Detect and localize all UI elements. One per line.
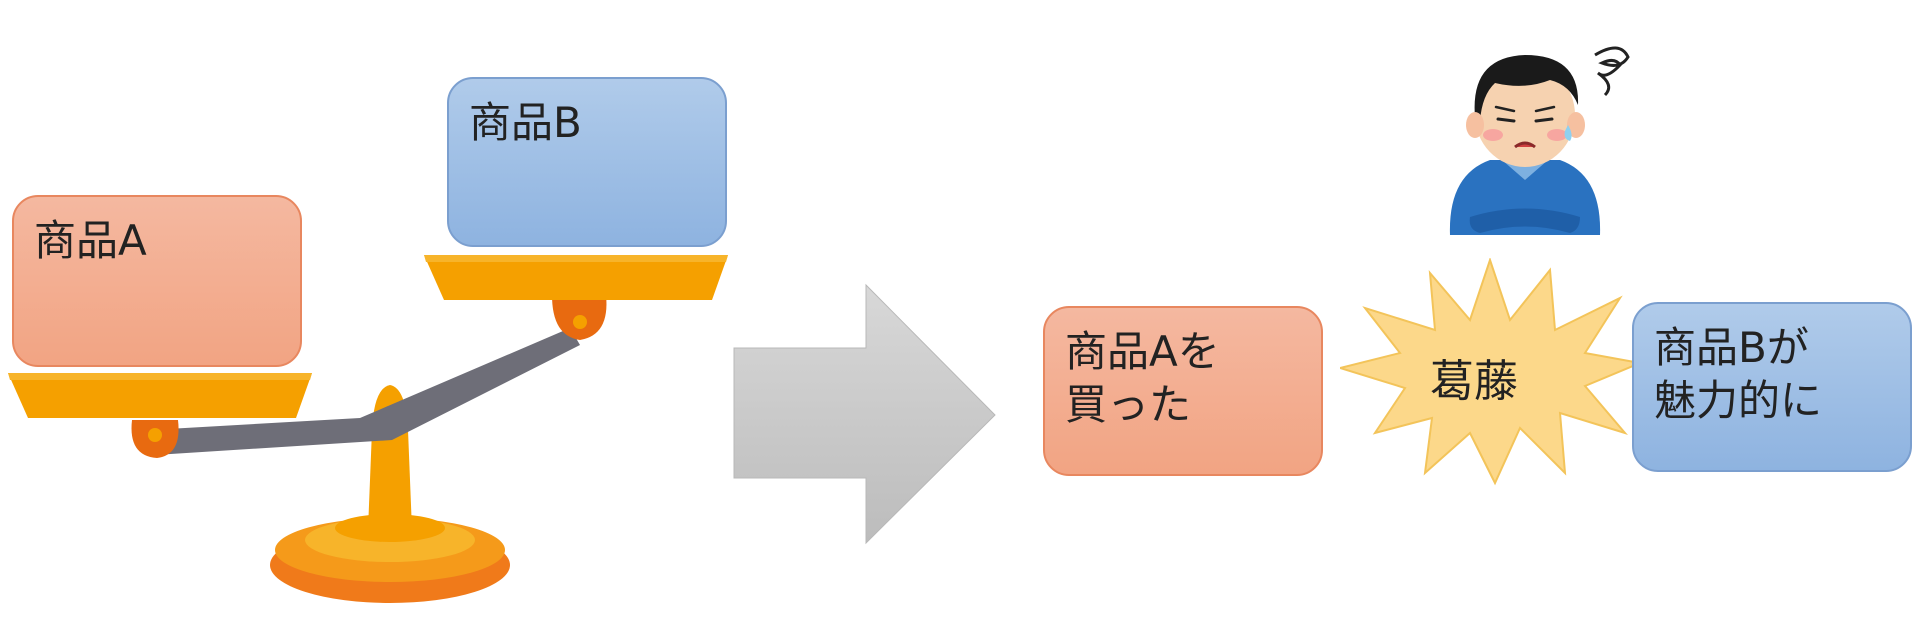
attractive-line-1: 商品Bが [1654,322,1890,375]
product-b-label: 商品B [469,97,705,150]
bought-product-a-box: 商品Aを 買った [1043,306,1323,476]
product-a-box: 商品A [12,195,302,367]
bought-line-2: 買った [1065,379,1301,432]
attractive-line-2: 魅力的に [1654,375,1890,428]
product-a-label: 商品A [34,215,280,268]
product-b-box: 商品B [447,77,727,247]
right-arrow-icon [733,280,1003,550]
worried-person-icon [1430,35,1630,250]
product-b-attractive-box: 商品Bが 魅力的に [1632,302,1912,472]
conflict-label: 葛藤 [1430,345,1518,409]
bought-line-1: 商品Aを [1065,326,1301,379]
